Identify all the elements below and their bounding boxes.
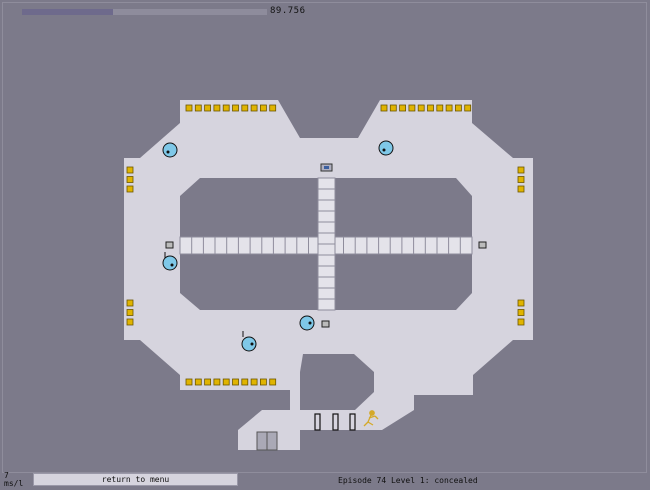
gold-piece <box>126 318 134 326</box>
gold-piece <box>445 104 453 112</box>
gold-piece <box>126 166 134 174</box>
gold-piece <box>436 104 444 112</box>
episode-level-status: Episode 74 Level 1: concealed <box>338 476 478 485</box>
main-corridor-ring <box>124 100 533 430</box>
gold-piece <box>269 378 277 386</box>
console-bottom <box>321 320 330 328</box>
time-bar <box>22 9 267 15</box>
gold-piece <box>241 104 249 112</box>
gold-piece <box>126 299 134 307</box>
gold-piece <box>222 104 230 112</box>
gold-piece <box>269 104 277 112</box>
gold-piece <box>241 378 249 386</box>
console-right <box>478 241 487 249</box>
gold-piece <box>517 299 525 307</box>
time-readout: 89.756 <box>270 6 306 16</box>
gold-piece <box>454 104 462 112</box>
door-3 <box>349 413 356 431</box>
drone-1 <box>162 142 178 158</box>
gold-piece <box>517 166 525 174</box>
gold-pieces <box>126 104 525 386</box>
gold-piece <box>185 104 193 112</box>
time-bar-fill <box>22 9 113 15</box>
level-floor <box>124 100 533 450</box>
return-to-menu-button[interactable]: return to menu <box>33 473 238 486</box>
gold-piece <box>126 309 134 316</box>
drone-2 <box>378 140 394 156</box>
gold-piece <box>194 104 202 112</box>
gold-piece <box>232 104 239 112</box>
exit-door-icon <box>256 431 278 451</box>
gold-piece <box>517 318 525 326</box>
gold-piece <box>259 378 267 386</box>
gold-piece <box>517 309 525 316</box>
exit-room <box>238 410 300 450</box>
gold-piece <box>213 104 221 112</box>
gold-piece <box>399 104 407 112</box>
door-1 <box>314 413 321 431</box>
drone-3 <box>162 252 178 271</box>
gold-piece <box>250 378 258 386</box>
door-2 <box>332 413 339 431</box>
corner-indicator: 7 <box>4 471 9 480</box>
gold-piece <box>250 104 258 112</box>
gold-piece <box>222 378 230 386</box>
drone-4 <box>299 315 315 331</box>
gold-piece <box>389 104 397 112</box>
gold-piece <box>126 176 134 183</box>
gold-piece <box>380 104 388 112</box>
gold-piece <box>204 378 212 386</box>
lower-wall-block <box>300 354 374 410</box>
gold-piece <box>417 104 425 112</box>
gold-piece <box>408 104 416 112</box>
console-left <box>165 241 174 249</box>
gold-piece <box>517 185 525 193</box>
gold-piece <box>259 104 267 112</box>
drone-5 <box>241 331 257 352</box>
corner-unit-label: ms/l <box>4 479 24 488</box>
gold-piece <box>194 378 202 386</box>
vertical-bridge <box>317 177 336 311</box>
gold-piece <box>232 378 239 386</box>
gold-piece <box>204 104 212 112</box>
switch-top <box>320 163 333 172</box>
player-ninja-icon <box>363 410 379 427</box>
gold-piece <box>517 176 525 183</box>
gold-piece <box>185 378 193 386</box>
gold-piece <box>126 185 134 193</box>
gold-piece <box>427 104 434 112</box>
gold-piece <box>213 378 221 386</box>
gold-piece <box>464 104 472 112</box>
